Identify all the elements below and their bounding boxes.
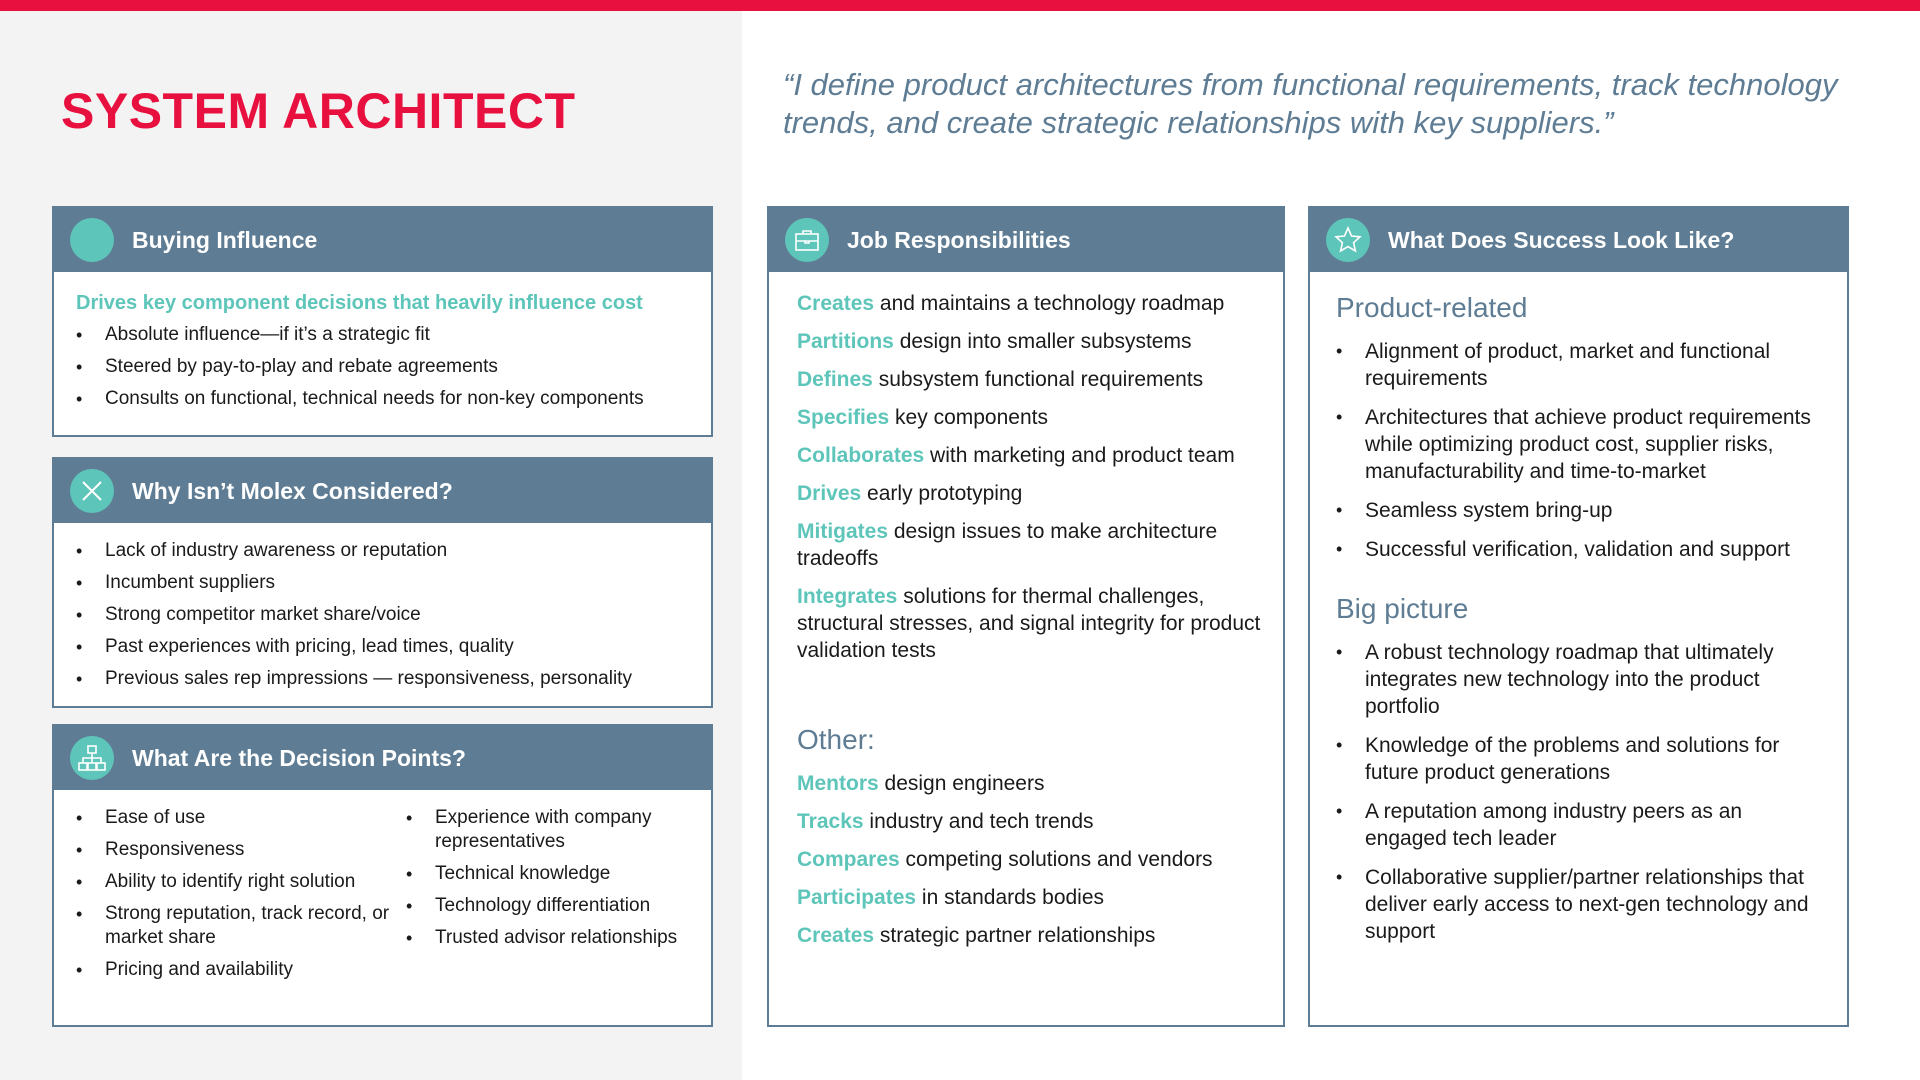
why-list: Lack of industry awareness or reputation… — [76, 539, 711, 691]
buying-list: Absolute influence—if it’s a strategic f… — [76, 323, 711, 411]
panel-header: What Are the Decision Points? — [54, 726, 711, 790]
responsibility-item: Compares competing solutions and vendors — [797, 848, 1213, 871]
top-accent-bar — [0, 0, 1920, 11]
big-picture-heading: Big picture — [1336, 593, 1469, 624]
list-item: Absolute influence—if it’s a strategic f… — [76, 323, 711, 347]
panel-title: Job Responsibilities — [847, 226, 1071, 253]
other-responsibility-list: Mentors design engineers Tracks industry… — [797, 770, 1283, 949]
responsibility-item: Drives early prototyping — [797, 482, 1023, 505]
big-picture-list: A robust technology roadmap that ultimat… — [1336, 639, 1847, 945]
list-item: Seamless system bring-up — [1336, 497, 1847, 524]
star-icon — [1326, 218, 1370, 262]
circle-icon — [70, 218, 114, 262]
responsibility-item: Collaborates with marketing and product … — [797, 444, 1235, 467]
panel-header: What Does Success Look Like? — [1310, 208, 1847, 272]
persona-quote: “I define product architectures from fun… — [783, 67, 1838, 140]
buying-influence-panel: Buying Influence Drives key component de… — [52, 206, 713, 437]
panel-title: What Does Success Look Like? — [1388, 226, 1735, 253]
list-item: Collaborative supplier/partner relations… — [1336, 864, 1847, 945]
list-item: Strong competitor market share/voice — [76, 603, 711, 627]
list-item: A robust technology roadmap that ultimat… — [1336, 639, 1847, 720]
responsibility-item: Partitions design into smaller subsystem… — [797, 330, 1192, 353]
list-item: Consults on functional, technical needs … — [76, 387, 711, 411]
job-responsibilities-panel: Job Responsibilities Creates and maintai… — [767, 206, 1285, 1027]
briefcase-icon — [785, 218, 829, 262]
hierarchy-icon — [70, 736, 114, 780]
product-related-heading: Product-related — [1336, 292, 1528, 323]
buying-lead: Drives key component decisions that heav… — [76, 292, 643, 314]
list-item: A reputation among industry peers as an … — [1336, 798, 1847, 852]
list-item: Knowledge of the problems and solutions … — [1336, 732, 1847, 786]
list-item: Successful verification, validation and … — [1336, 536, 1847, 563]
responsibility-item: Mitigates design issues to make architec… — [797, 520, 1218, 570]
list-item: Technology differentiation — [406, 894, 696, 918]
list-item: Architectures that achieve product requi… — [1336, 404, 1847, 485]
list-item: Ease of use — [76, 806, 406, 830]
panel-header: Job Responsibilities — [769, 208, 1283, 272]
product-related-list: Alignment of product, market and functio… — [1336, 338, 1847, 563]
responsibility-item: Participates in standards bodies — [797, 886, 1105, 909]
list-item: Lack of industry awareness or reputation — [76, 539, 711, 563]
responsibility-item: Creates and maintains a technology roadm… — [797, 292, 1225, 315]
responsibility-item: Tracks industry and tech trends — [797, 810, 1094, 833]
list-item: Previous sales rep impressions — respons… — [76, 667, 711, 691]
list-item: Ability to identify right solution — [76, 870, 406, 894]
list-item: Technical knowledge — [406, 862, 696, 886]
other-heading: Other: — [797, 724, 875, 755]
decision-list-left: Ease of use Responsiveness Ability to id… — [76, 806, 406, 990]
responsibility-list: Creates and maintains a technology roadm… — [797, 290, 1283, 664]
decision-list-right: Experience with company representatives … — [406, 806, 696, 990]
x-icon — [70, 469, 114, 513]
responsibility-item: Mentors design engineers — [797, 772, 1045, 795]
list-item: Experience with company representatives — [406, 806, 696, 854]
list-item: Alignment of product, market and functio… — [1336, 338, 1847, 392]
why-not-considered-panel: Why Isn’t Molex Considered? Lack of indu… — [52, 457, 713, 708]
success-panel: What Does Success Look Like? Product-rel… — [1308, 206, 1849, 1027]
list-item: Trusted advisor relationships — [406, 926, 696, 950]
list-item: Past experiences with pricing, lead time… — [76, 635, 711, 659]
panel-title: What Are the Decision Points? — [132, 744, 466, 771]
panel-header: Buying Influence — [54, 208, 711, 272]
decision-points-panel: What Are the Decision Points? Ease of us… — [52, 724, 713, 1027]
responsibility-item: Creates strategic partner relationships — [797, 924, 1156, 947]
responsibility-item: Integrates solutions for thermal challen… — [797, 585, 1261, 662]
list-item: Steered by pay-to-play and rebate agreem… — [76, 355, 711, 379]
responsibility-item: Defines subsystem functional requirement… — [797, 368, 1204, 391]
list-item: Incumbent suppliers — [76, 571, 711, 595]
list-item: Responsiveness — [76, 838, 406, 862]
list-item: Strong reputation, track record, or mark… — [76, 902, 406, 950]
panel-title: Why Isn’t Molex Considered? — [132, 477, 453, 504]
list-item: Pricing and availability — [76, 958, 406, 982]
responsibility-item: Specifies key components — [797, 406, 1048, 429]
panel-title: Buying Influence — [132, 226, 318, 253]
panel-header: Why Isn’t Molex Considered? — [54, 459, 711, 523]
page-title: SYSTEM ARCHITECT — [61, 83, 576, 139]
